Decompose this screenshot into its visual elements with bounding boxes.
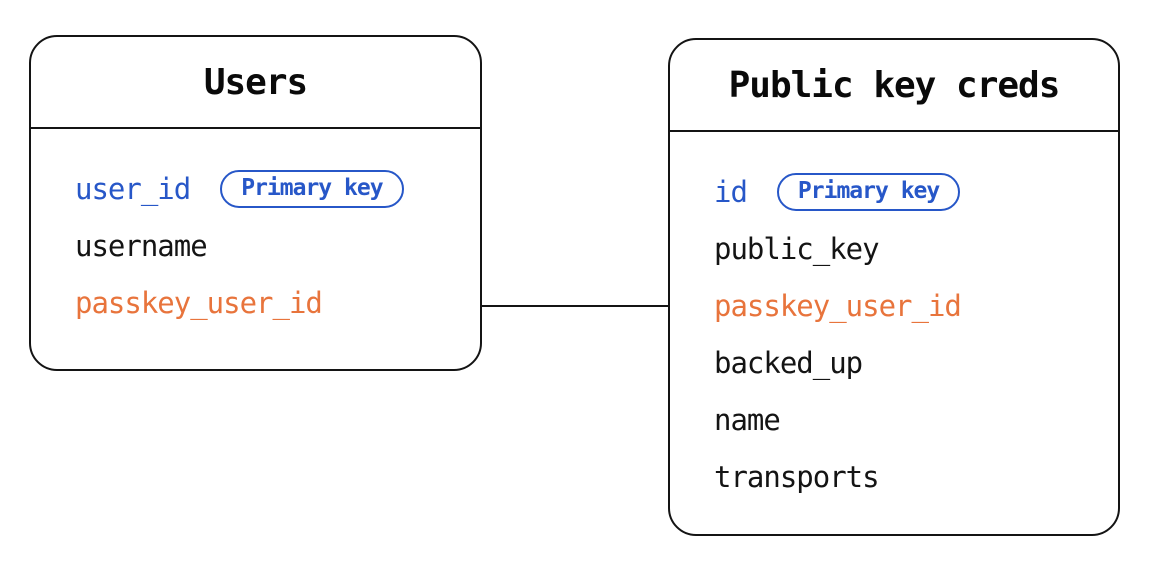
table-card-users: Users user_id Primary key username passk… bbox=[29, 35, 482, 371]
field-row-transports: transports bbox=[714, 448, 1106, 505]
field-name: user_id bbox=[75, 171, 191, 206]
table-title: Public key creds bbox=[728, 64, 1061, 106]
table-body-public-key-creds: id Primary key public_key passkey_user_i… bbox=[670, 132, 1118, 505]
field-row-name: name bbox=[714, 391, 1106, 448]
field-name: backed_up bbox=[714, 345, 863, 380]
table-title: Users bbox=[203, 61, 308, 103]
relationship-line bbox=[481, 305, 669, 307]
primary-key-badge: Primary key bbox=[776, 172, 961, 211]
field-name: public_key bbox=[714, 231, 880, 266]
field-name: name bbox=[714, 402, 781, 437]
field-name: id bbox=[714, 174, 748, 209]
primary-key-badge: Primary key bbox=[220, 169, 404, 208]
field-name: username bbox=[75, 228, 208, 263]
field-row-backed-up: backed_up bbox=[714, 334, 1106, 391]
table-header-users: Users bbox=[31, 37, 480, 129]
field-name: transports bbox=[714, 459, 880, 494]
field-name: passkey_user_id bbox=[714, 288, 962, 323]
field-row-passkey-user-id: passkey_user_id bbox=[714, 277, 1106, 334]
field-row-passkey-user-id: passkey_user_id bbox=[75, 274, 468, 331]
table-body-users: user_id Primary key username passkey_use… bbox=[31, 129, 480, 331]
field-row-username: username bbox=[75, 217, 468, 274]
field-row-user-id: user_id Primary key bbox=[75, 160, 468, 217]
table-card-public-key-creds: Public key creds id Primary key public_k… bbox=[668, 38, 1120, 536]
field-row-public-key: public_key bbox=[714, 220, 1106, 277]
field-name: passkey_user_id bbox=[75, 285, 323, 320]
table-header-public-key-creds: Public key creds bbox=[670, 40, 1118, 132]
field-row-id: id Primary key bbox=[714, 163, 1106, 220]
